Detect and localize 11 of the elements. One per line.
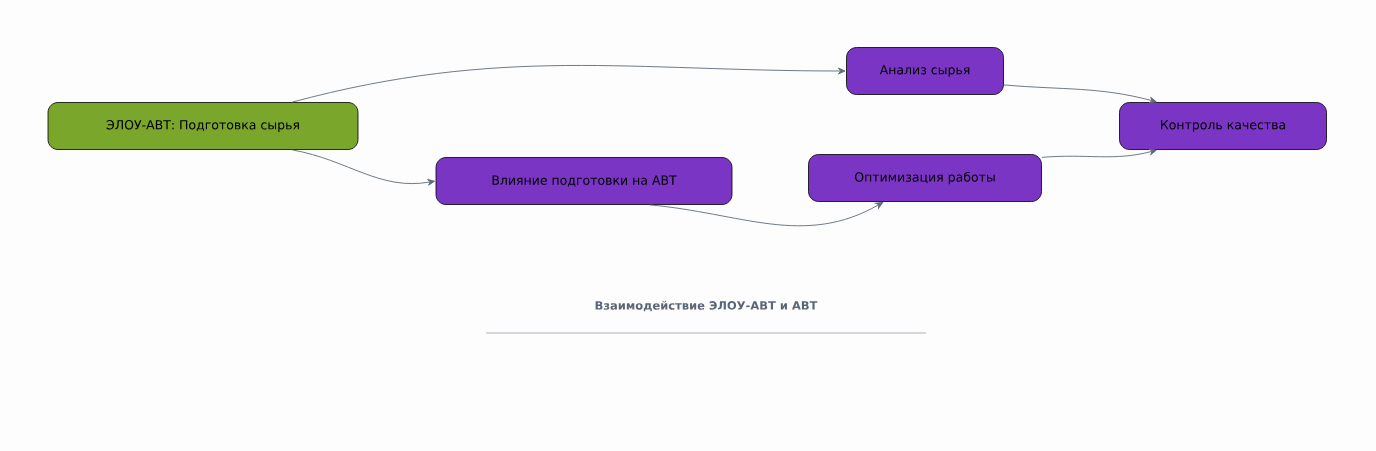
process-box: ЭЛОУ-АВТ: Подготовка сырья <box>47 102 359 150</box>
process-box: Анализ сырья <box>846 47 1004 95</box>
arrow <box>291 149 435 186</box>
arrow <box>1003 84 1157 104</box>
arrow <box>1041 148 1157 158</box>
process-box: Влияние подготовки на АВТ <box>435 157 733 205</box>
arrow <box>291 65 846 103</box>
process-box: Контроль качества <box>1119 102 1327 150</box>
arrow <box>649 202 884 227</box>
process-box: Оптимизация работы <box>808 154 1042 202</box>
caption: Взаимодействие ЭЛОУ-АВТ и АВТ <box>595 300 818 312</box>
